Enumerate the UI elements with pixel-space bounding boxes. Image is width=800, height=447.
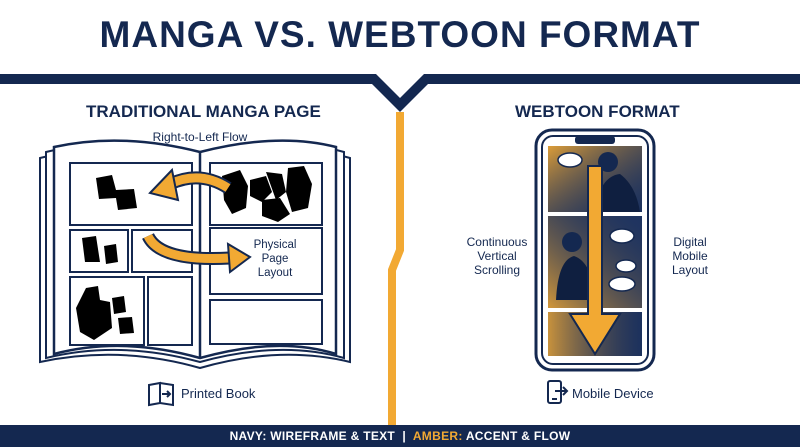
right-label-line: Layout [671,263,709,277]
center-divider [388,112,404,425]
left-label-line: Vertical [477,249,517,263]
physical-label-line: Layout [257,267,293,279]
footer-separator: | [402,429,407,443]
manga-panel [209,299,323,345]
manga-panel [147,276,193,346]
continuous-scrolling-label: Continuous Vertical Scrolling [462,235,532,277]
right-label-line: Digital [673,235,707,249]
mobile-device-label: Mobile Device [572,386,654,401]
phone-icon [547,380,569,404]
digital-mobile-label: Digital Mobile Layout [660,235,720,277]
footer-amber-key: AMBER: [412,429,463,443]
physical-layout-label: Physical Page Layout [240,238,310,280]
physical-label-line: Page [261,253,289,265]
footer-legend: NAVY: WIREFRAME & TEXT | AMBER: ACCENT &… [0,425,800,447]
page-title: MANGA VS. WEBTOON FORMAT [99,14,701,55]
manga-panel [69,229,129,273]
left-label-line: Scrolling [473,263,521,277]
flow-label: Right-to-Left Flow [152,130,248,144]
printed-book-label: Printed Book [181,386,256,401]
book-icon [148,381,174,407]
footer-amber-label: ACCENT & FLOW [465,429,571,443]
physical-label-line: Physical [253,239,297,251]
right-label-line: Mobile [672,249,708,263]
footer-navy-label: NAVY: WIREFRAME & TEXT [229,429,396,443]
manga-heading: TRADITIONAL MANGA PAGE [86,102,321,121]
left-label-line: Continuous [466,235,528,249]
webtoon-heading: WEBTOON FORMAT [515,102,680,121]
